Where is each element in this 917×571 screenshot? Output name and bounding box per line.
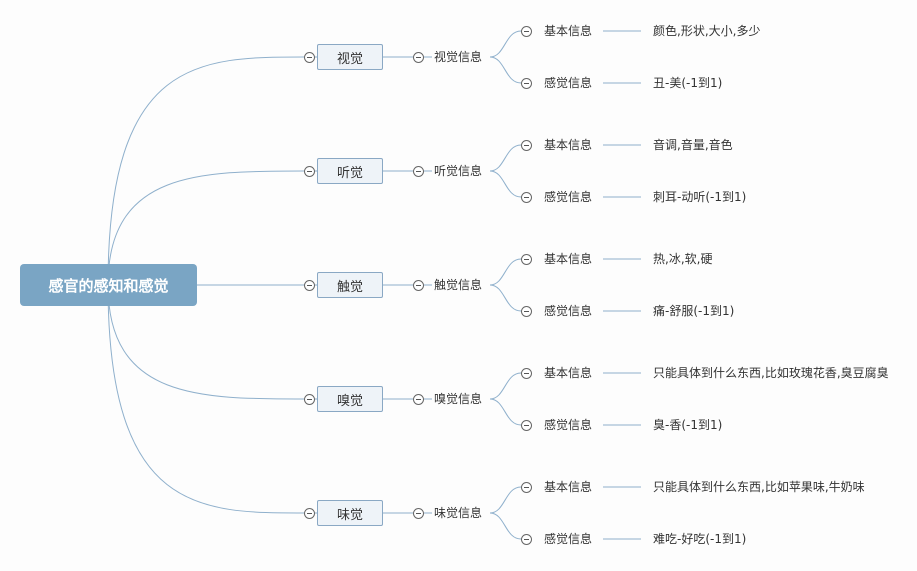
- info-node[interactable]: 味觉信息: [434, 506, 483, 520]
- child-node-basic[interactable]: 基本信息: [544, 24, 593, 38]
- sense-node-hearing[interactable]: 听觉: [317, 158, 383, 184]
- info-node[interactable]: 视觉信息: [434, 50, 483, 64]
- root-node[interactable]: 感官的感知和感觉: [20, 264, 197, 306]
- collapse-icon[interactable]: [304, 508, 315, 519]
- detail-text: 臭-香(-1到1): [653, 418, 723, 432]
- collapse-icon[interactable]: [521, 420, 532, 431]
- child-node-feeling[interactable]: 感觉信息: [544, 532, 593, 546]
- collapse-icon[interactable]: [304, 280, 315, 291]
- collapse-icon[interactable]: [413, 280, 424, 291]
- sense-node-taste[interactable]: 味觉: [317, 500, 383, 526]
- collapse-icon[interactable]: [521, 192, 532, 203]
- sense-node-smell[interactable]: 嗅觉: [317, 386, 383, 412]
- sense-label: 触觉: [336, 279, 363, 295]
- detail-text: 只能具体到什么东西,比如玫瑰花香,臭豆腐臭: [653, 366, 889, 380]
- collapse-icon[interactable]: [521, 534, 532, 545]
- root-connector: [107, 170, 305, 286]
- collapse-icon[interactable]: [304, 394, 315, 405]
- collapse-icon[interactable]: [521, 482, 532, 493]
- child-node-feeling[interactable]: 感觉信息: [544, 304, 593, 318]
- collapse-icon[interactable]: [521, 254, 532, 265]
- child-node-basic[interactable]: 基本信息: [544, 366, 593, 380]
- collapse-icon[interactable]: [521, 26, 532, 37]
- child-connector: [489, 144, 522, 172]
- child-node-feeling[interactable]: 感觉信息: [544, 190, 593, 204]
- detail-text: 难吃-好吃(-1到1): [653, 532, 747, 546]
- collapse-icon[interactable]: [413, 52, 424, 63]
- collapse-icon[interactable]: [521, 368, 532, 379]
- child-connector: [489, 56, 522, 84]
- collapse-icon[interactable]: [413, 166, 424, 177]
- detail-text: 丑-美(-1到1): [653, 76, 723, 90]
- child-connector: [489, 486, 522, 514]
- child-node-feeling[interactable]: 感觉信息: [544, 418, 593, 432]
- info-node[interactable]: 触觉信息: [434, 278, 483, 292]
- sense-label: 视觉: [336, 51, 363, 67]
- detail-text: 只能具体到什么东西,比如苹果味,牛奶味: [653, 480, 865, 494]
- collapse-icon[interactable]: [413, 394, 424, 405]
- child-connector: [489, 512, 522, 540]
- sense-node-vision[interactable]: 视觉: [317, 44, 383, 70]
- child-connector: [489, 398, 522, 426]
- child-connector: [489, 170, 522, 198]
- child-connector: [489, 258, 522, 286]
- collapse-icon[interactable]: [304, 166, 315, 177]
- collapse-icon[interactable]: [413, 508, 424, 519]
- child-node-basic[interactable]: 基本信息: [544, 480, 593, 494]
- child-connector: [489, 30, 522, 58]
- child-node-basic[interactable]: 基本信息: [544, 138, 593, 152]
- info-node[interactable]: 听觉信息: [434, 164, 483, 178]
- sense-label: 听觉: [336, 165, 363, 181]
- root-connector: [107, 284, 305, 400]
- detail-text: 刺耳-动听(-1到1): [653, 190, 747, 204]
- detail-text: 热,冰,软,硬: [653, 252, 713, 266]
- child-connector: [489, 372, 522, 400]
- root-connector: [107, 284, 305, 514]
- sense-label: 味觉: [336, 507, 363, 523]
- info-node[interactable]: 嗅觉信息: [434, 392, 483, 406]
- child-node-feeling[interactable]: 感觉信息: [544, 76, 593, 90]
- detail-text: 音调,音量,音色: [653, 138, 733, 152]
- root-connector: [107, 56, 305, 286]
- detail-text: 痛-舒服(-1到1): [653, 304, 735, 318]
- sense-node-touch[interactable]: 触觉: [317, 272, 383, 298]
- sense-label: 嗅觉: [336, 393, 363, 409]
- collapse-icon[interactable]: [521, 306, 532, 317]
- detail-text: 颜色,形状,大小,多少: [653, 24, 761, 38]
- collapse-icon[interactable]: [304, 52, 315, 63]
- child-connector: [489, 284, 522, 312]
- child-node-basic[interactable]: 基本信息: [544, 252, 593, 266]
- collapse-icon[interactable]: [521, 78, 532, 89]
- root-title: 感官的感知和感觉: [48, 276, 169, 295]
- collapse-icon[interactable]: [521, 140, 532, 151]
